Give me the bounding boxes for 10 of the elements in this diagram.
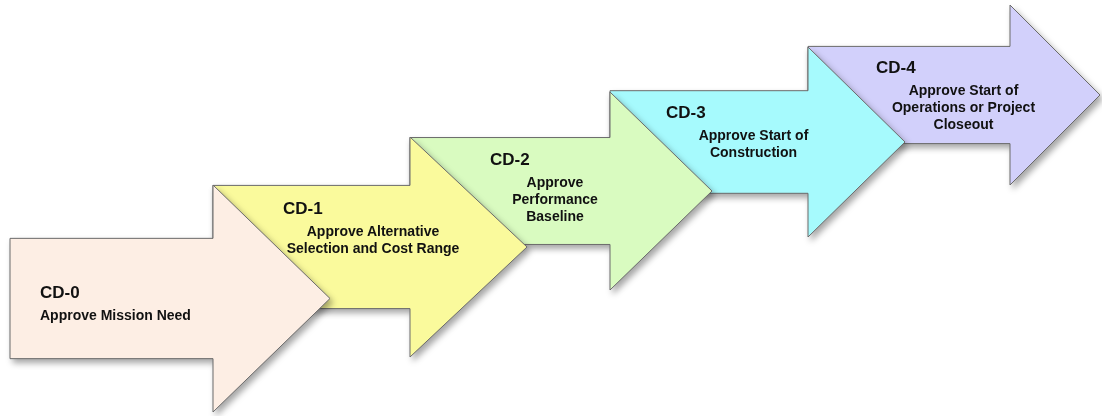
stage-description: Approve Start of Operations or Project Closeout [890, 82, 1037, 133]
stage-description: Approve Alternative Selection and Cost Range [285, 223, 461, 257]
stage-code: CD-3 [666, 103, 706, 123]
stage-code: CD-2 [490, 150, 530, 170]
stage-code: CD-1 [283, 199, 323, 219]
stage-code: CD-0 [40, 283, 80, 303]
stage-description: Approve Performance Baseline [511, 174, 599, 225]
stage-description: Approve Start of Construction [697, 127, 810, 161]
stage-code: CD-4 [876, 58, 916, 78]
stage-description: Approve Mission Need [40, 307, 192, 324]
